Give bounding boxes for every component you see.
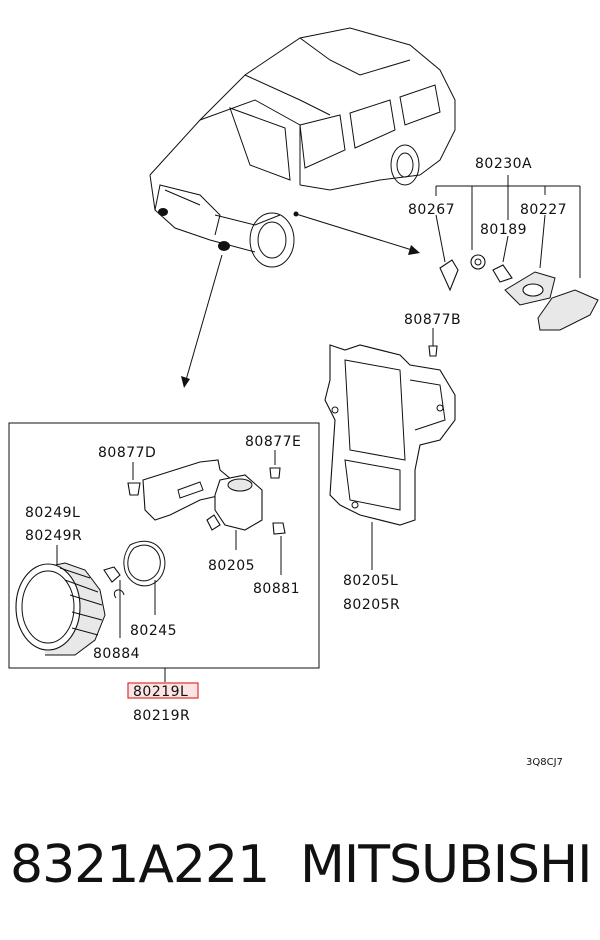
- side-marker-assembly: [435, 175, 599, 331]
- diagram-code: 3Q8CJ7: [526, 757, 563, 768]
- pointer-arrows: [181, 213, 420, 388]
- label-80877E: 80877E: [245, 434, 301, 450]
- fog-lamp-box: [8, 422, 320, 682]
- label-80189: 80189: [480, 222, 527, 238]
- label-80227: 80227: [520, 202, 567, 218]
- label-80219R: 80219R: [133, 708, 190, 724]
- brand-name: MITSUBISHI: [300, 835, 592, 895]
- highlight-80219L: [127, 682, 199, 699]
- label-80881: 80881: [253, 581, 300, 597]
- label-80230A: 80230A: [475, 156, 532, 172]
- footer: 8321A221 MITSUBISHI: [0, 830, 600, 920]
- vehicle-illustration: [149, 27, 456, 268]
- leader-lines: [56, 530, 282, 638]
- label-80219L: 80219L: [133, 684, 188, 700]
- fog-lamp-bracket: [127, 450, 286, 535]
- label-80267: 80267: [408, 202, 455, 218]
- label-80205: 80205: [208, 558, 255, 574]
- label-80877D: 80877D: [98, 445, 156, 461]
- bracket-80205: [324, 328, 456, 570]
- fog-lamp: [15, 540, 166, 656]
- label-80205L: 80205L: [343, 573, 398, 589]
- label-80877B: 80877B: [404, 312, 461, 328]
- label-80249L: 80249L: [25, 505, 80, 521]
- label-80249R: 80249R: [25, 528, 82, 544]
- label-80205R: 80205R: [343, 597, 400, 613]
- parts-diagram: 80230A 80267 80227 80189 80877B 80877D 8…: [8, 27, 599, 768]
- label-80884: 80884: [93, 646, 140, 662]
- label-80245: 80245: [130, 623, 177, 639]
- part-number: 8321A221: [10, 835, 270, 895]
